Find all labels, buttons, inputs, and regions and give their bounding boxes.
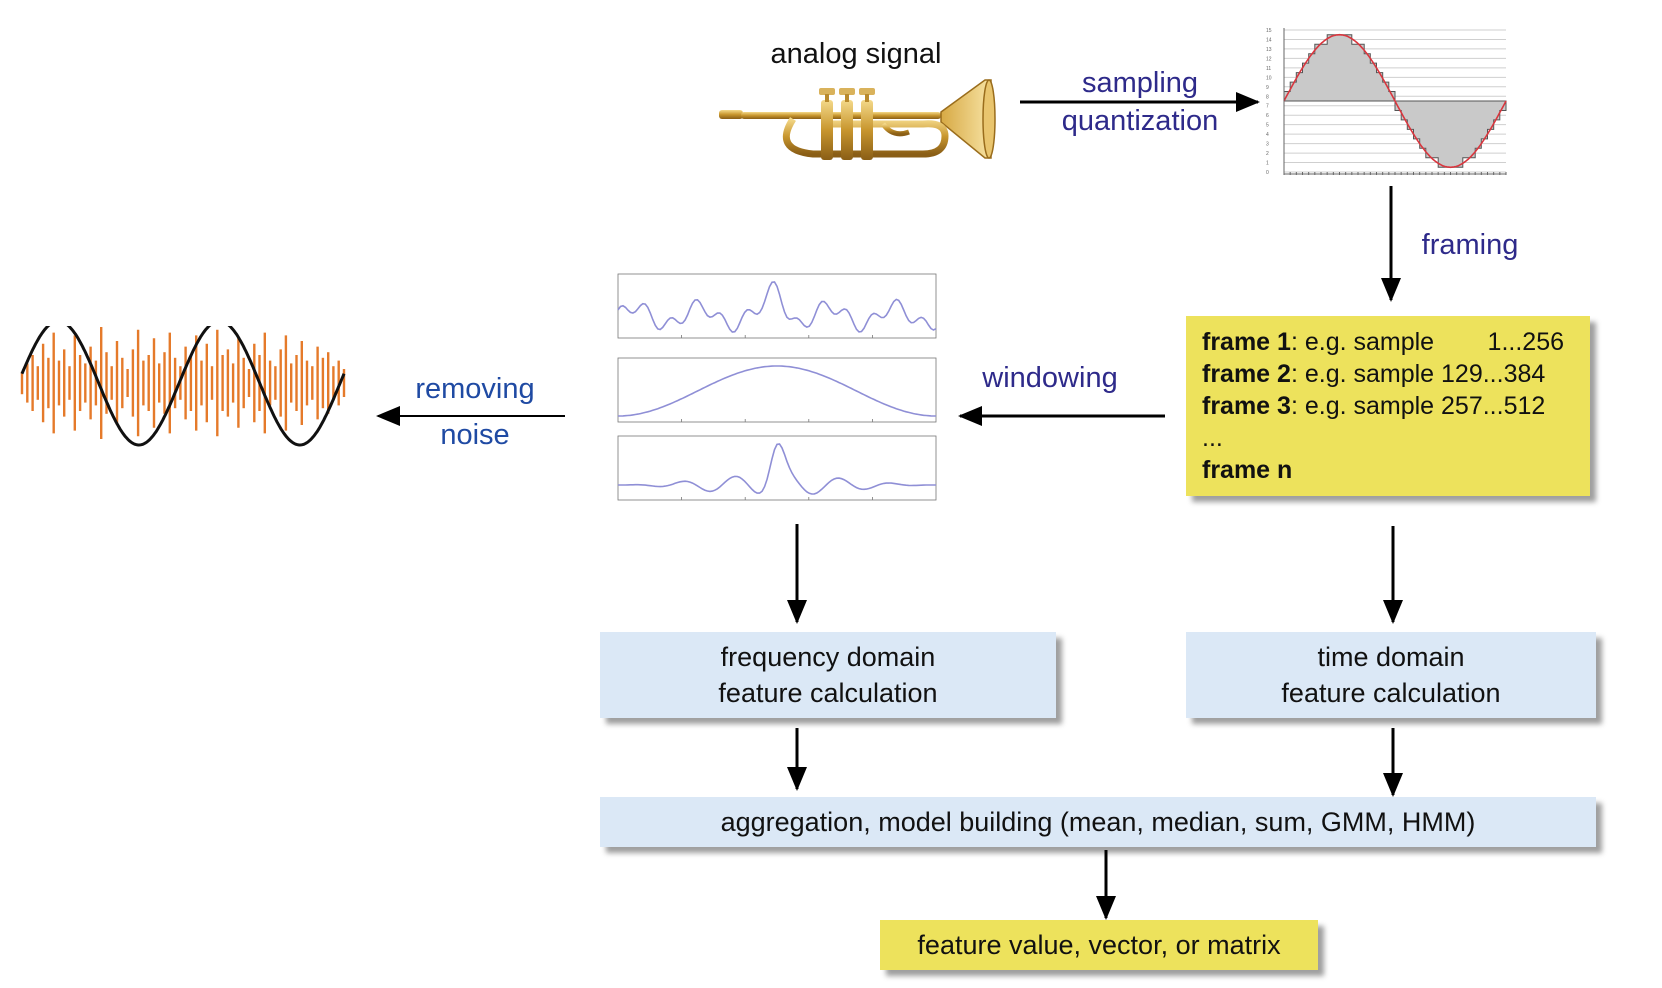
- frame-row-3: frame 3: e.g. sample 257...512: [1202, 392, 1546, 420]
- aggregation-text: aggregation, model building (mean, media…: [720, 807, 1476, 837]
- svg-text:0: 0: [1266, 170, 1269, 176]
- svg-text:7: 7: [1266, 104, 1269, 110]
- framing-label: framing: [1421, 229, 1519, 261]
- frequency-domain-box: frequency domain feature calculation: [600, 632, 1056, 718]
- svg-text:1: 1: [1266, 161, 1269, 167]
- frame-row-2: frame 2: e.g. sample 129...384: [1202, 360, 1546, 388]
- sampling-label: sampling: [1081, 67, 1199, 99]
- three-panel-signal-plot: [617, 273, 937, 501]
- frequency-domain-line1: frequency domain: [720, 642, 936, 672]
- svg-text:9: 9: [1266, 85, 1269, 91]
- windowing-label: windowing: [982, 362, 1118, 394]
- result-text: feature value, vector, or matrix: [917, 929, 1281, 960]
- svg-text:13: 13: [1266, 47, 1272, 53]
- result-box: feature value, vector, or matrix: [880, 920, 1318, 970]
- svg-text:4: 4: [1266, 132, 1269, 138]
- noise-label: noise: [440, 419, 510, 451]
- noisy-signal-icon: [20, 326, 346, 447]
- removing-label: removing: [415, 373, 535, 405]
- trumpet-image: [719, 79, 996, 160]
- svg-text:3: 3: [1266, 142, 1269, 148]
- time-domain-line1: time domain: [1317, 642, 1465, 672]
- frame-row-ellipsis: ...: [1202, 424, 1223, 452]
- svg-text:2: 2: [1266, 151, 1269, 157]
- frequency-domain-line2: feature calculation: [718, 678, 938, 708]
- svg-text:15: 15: [1266, 28, 1272, 34]
- time-domain-line2: feature calculation: [1281, 678, 1501, 708]
- quantization-label: quantization: [1061, 105, 1219, 137]
- aggregation-box: aggregation, model building (mean, media…: [600, 797, 1596, 847]
- svg-text:12: 12: [1266, 56, 1272, 62]
- svg-text:5: 5: [1266, 123, 1269, 129]
- svg-text:14: 14: [1266, 37, 1272, 43]
- frame-row-n: frame n: [1202, 456, 1293, 484]
- svg-text:8: 8: [1266, 94, 1269, 100]
- svg-text:6: 6: [1266, 113, 1269, 119]
- svg-text:11: 11: [1266, 66, 1271, 72]
- analog-signal-label: analog signal: [770, 38, 942, 70]
- svg-text:10: 10: [1266, 75, 1272, 81]
- time-domain-box: time domain feature calculation: [1186, 632, 1596, 718]
